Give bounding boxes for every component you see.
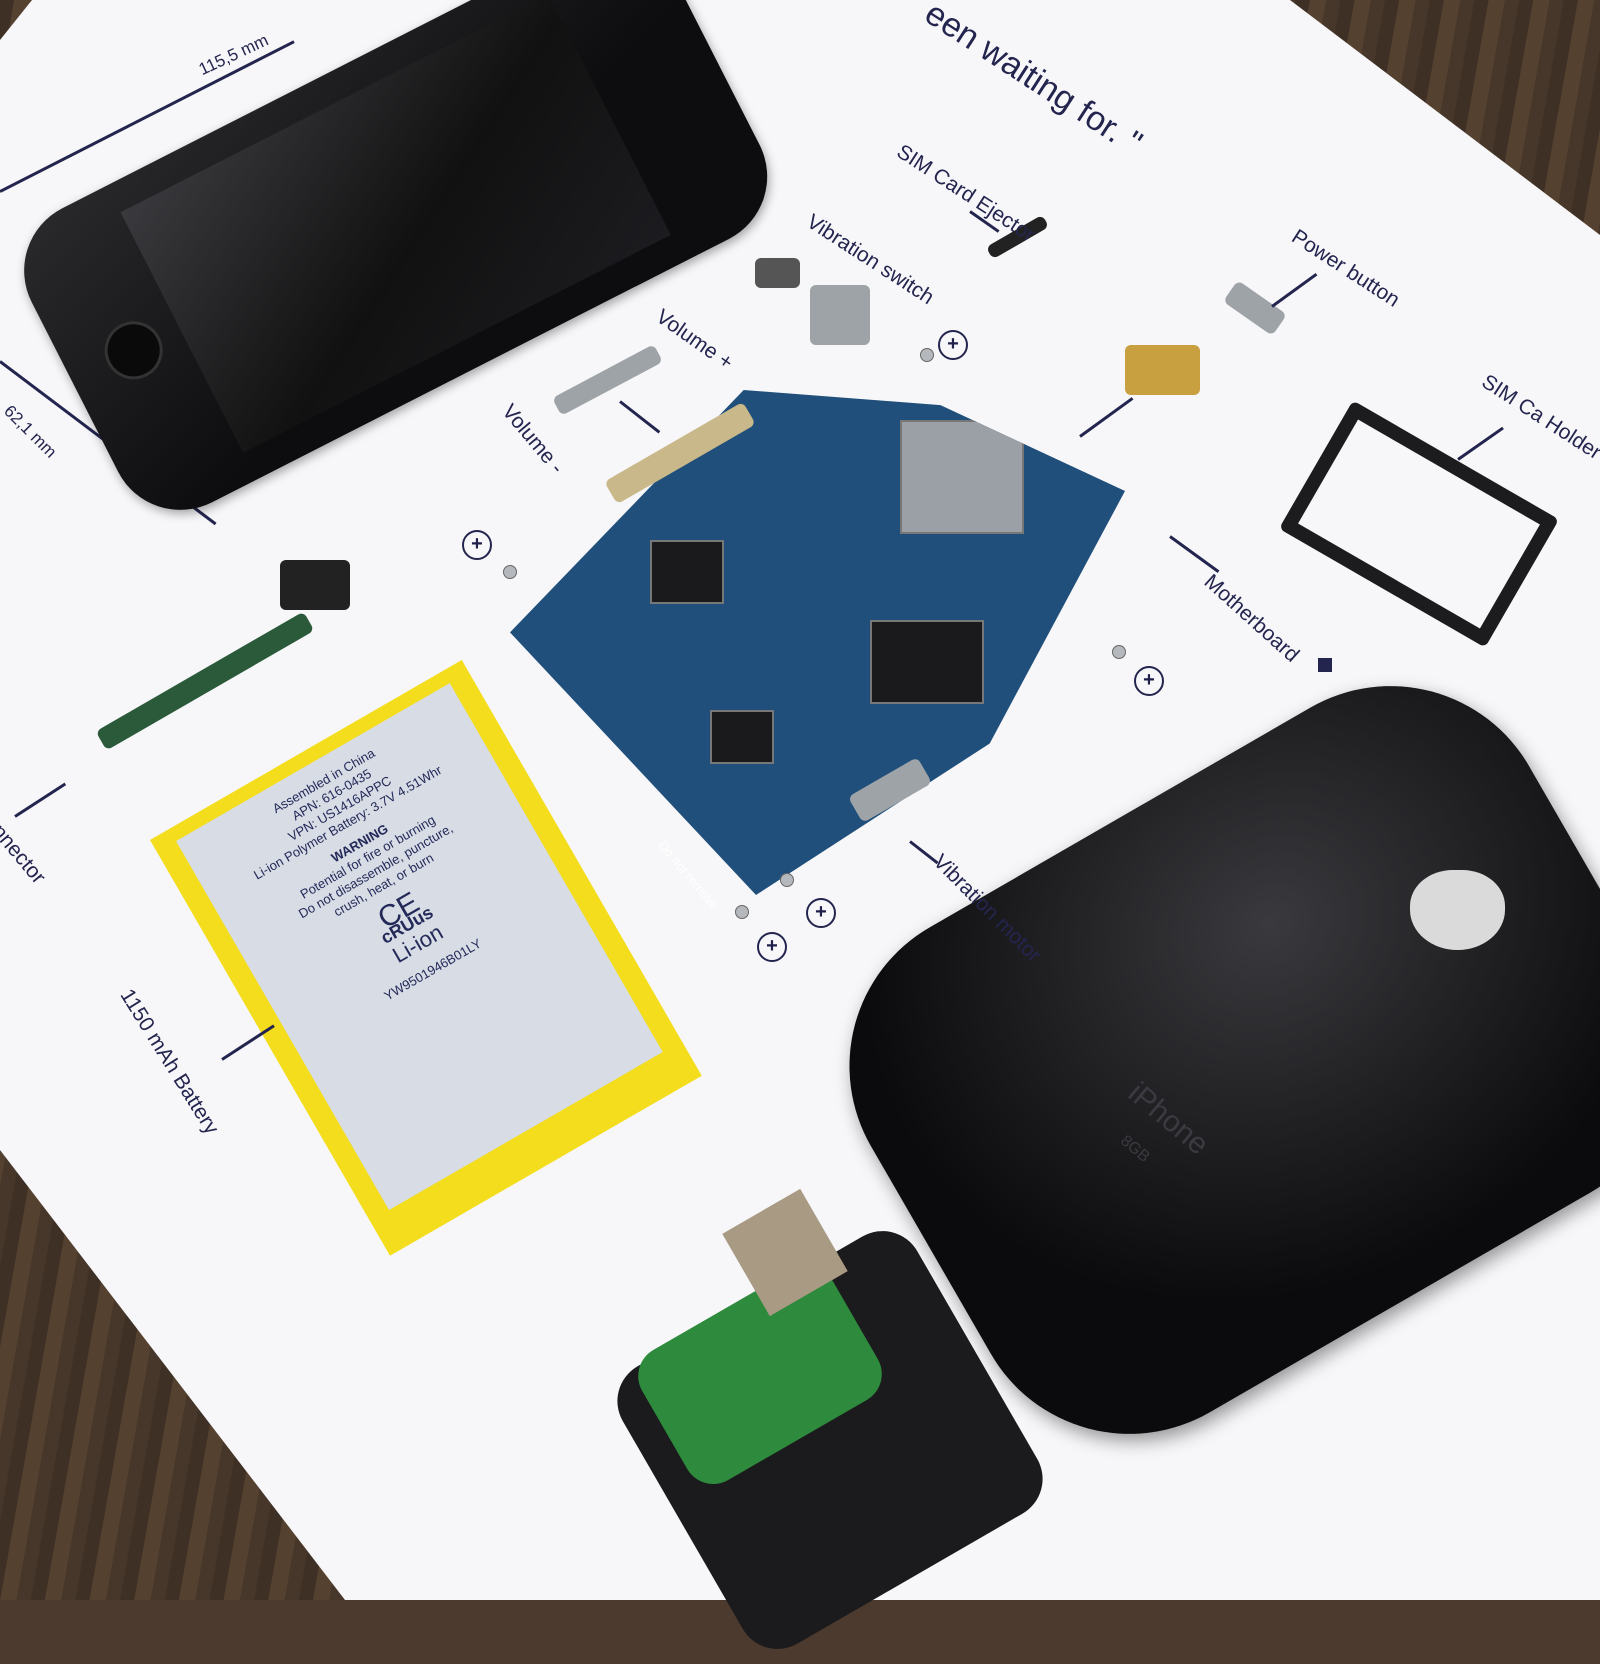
screw — [780, 873, 794, 887]
vibration-switch-part — [755, 258, 800, 288]
chip — [650, 540, 724, 604]
power-switch-part — [1125, 345, 1200, 395]
plus-screw-icon: + — [757, 932, 787, 962]
chip — [870, 620, 984, 704]
chip — [710, 710, 774, 764]
sim-socket — [900, 420, 1024, 534]
plus-screw-icon: + — [806, 898, 836, 928]
screw — [503, 565, 517, 579]
bracket-part — [810, 285, 870, 345]
headphone-connector — [280, 560, 350, 610]
plus-screw-icon: + — [462, 530, 492, 560]
screw — [920, 348, 934, 362]
screw — [1112, 645, 1126, 659]
screw — [735, 905, 749, 919]
home-button — [94, 311, 173, 390]
chip-icon — [1318, 658, 1332, 672]
plus-screw-icon: + — [1134, 666, 1164, 696]
plus-screw-icon: + — [938, 330, 968, 360]
apple-logo-icon — [1410, 870, 1505, 950]
